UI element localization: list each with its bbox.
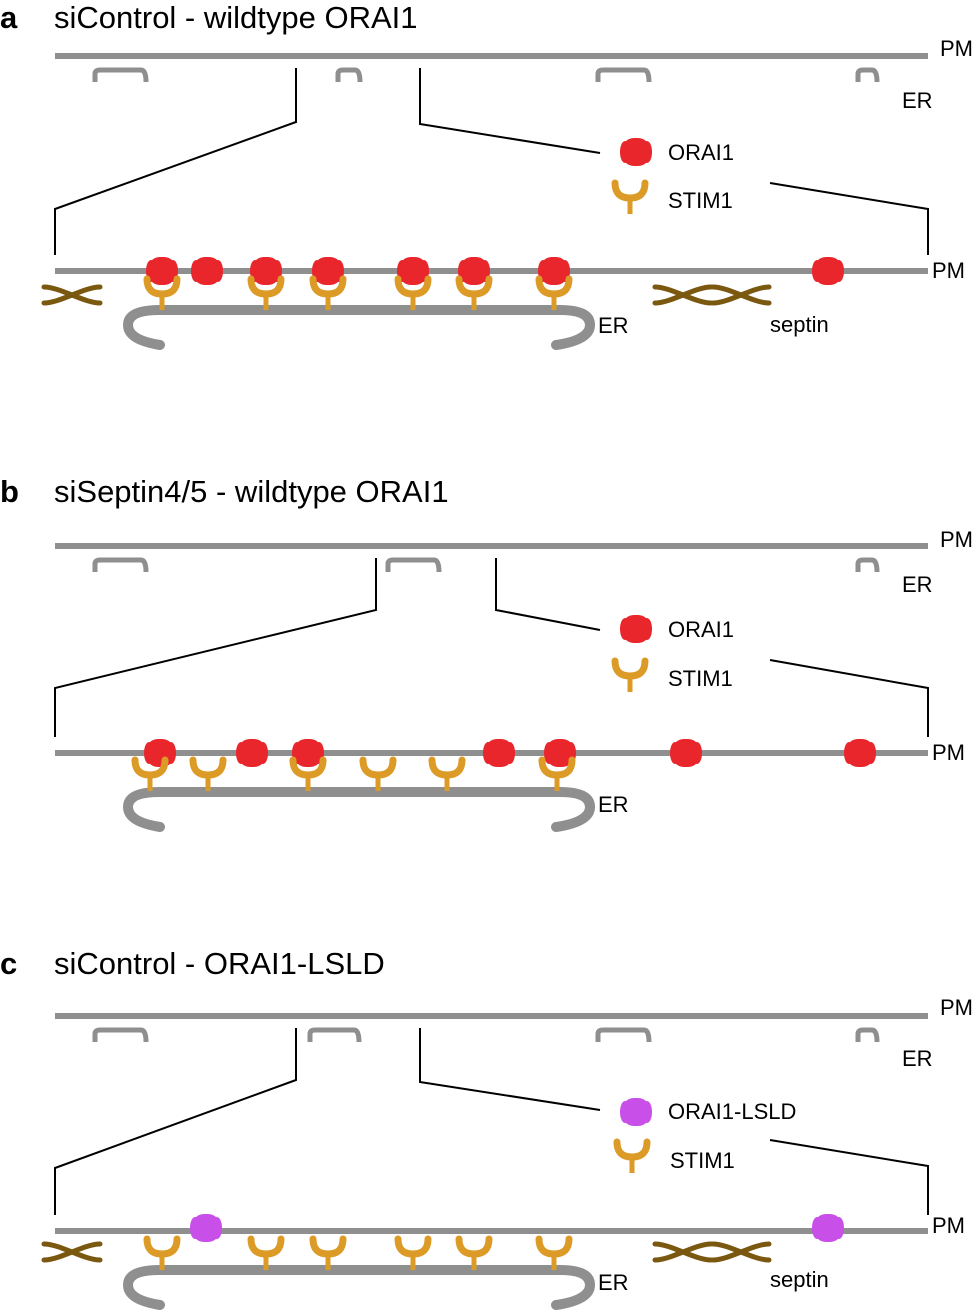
er-contact	[335, 67, 363, 83]
er-contact	[92, 1027, 149, 1043]
er-contact	[855, 67, 880, 83]
zoom-er-label: ER	[598, 792, 629, 817]
panel-title: siControl - ORAI1-LSLD	[54, 946, 385, 981]
zoom-line-left	[54, 558, 377, 737]
er-label: ER	[902, 1046, 933, 1071]
er-contact	[855, 557, 880, 573]
orai1-legend-icon	[620, 615, 652, 643]
zoom-line-right	[419, 1028, 601, 1111]
panel-letter: b	[0, 474, 19, 509]
legend-stim-label: STIM1	[670, 1148, 735, 1173]
pm-label: PM	[940, 995, 973, 1020]
orai1-lsld-channel	[190, 1214, 222, 1242]
orai1-channel	[397, 257, 429, 285]
zoom-pm-label: PM	[932, 740, 965, 765]
er-contact	[855, 1027, 880, 1043]
zoom-pm-label: PM	[932, 258, 965, 283]
septin-label: septin	[770, 312, 829, 337]
orai1-channel	[191, 257, 223, 285]
er-contact	[385, 557, 442, 573]
septin-label: septin	[770, 1267, 829, 1292]
zoom-line-left	[54, 1028, 297, 1215]
orai1-channel	[250, 257, 282, 285]
orai1-channel	[236, 739, 268, 767]
er-contact	[92, 67, 149, 83]
pm-label: PM	[940, 36, 973, 61]
er-zoom	[122, 1265, 596, 1310]
panel-c: c siControl - ORAI1-LSLD PM ER ORAI1-LSL…	[0, 946, 973, 1310]
orai1-channel	[812, 257, 844, 285]
zoom-line-left	[54, 68, 297, 255]
zoom-line-right-lower	[769, 1139, 929, 1215]
septin-filament	[44, 1244, 100, 1260]
zoom-line-right	[495, 558, 601, 631]
septin-filament	[44, 287, 100, 303]
orai1-channel	[458, 257, 490, 285]
stim1-protein	[193, 760, 223, 791]
zoom-line-right	[419, 68, 601, 154]
orai1-channel	[292, 739, 324, 767]
zoom-line-right-lower	[769, 182, 929, 255]
panel-b: b siSeptin4/5 - wildtype ORAI1 PM ER ORA…	[0, 474, 973, 832]
legend-orai-label: ORAI1	[668, 140, 734, 165]
stim1-protein	[363, 760, 393, 791]
er-label: ER	[902, 572, 933, 597]
stim1-protein	[432, 760, 462, 791]
orai1-lsld-channel	[812, 1214, 844, 1242]
er-contact	[595, 67, 652, 83]
legend-orai-label: ORAI1-LSLD	[668, 1099, 796, 1124]
pm-label: PM	[940, 527, 973, 552]
septin-filament	[713, 287, 769, 303]
legend-orai-label: ORAI1	[668, 617, 734, 642]
orai1-channel	[144, 739, 176, 767]
septin-filament	[655, 1244, 711, 1260]
stim1-legend-icon	[617, 1142, 647, 1173]
panel-title: siSeptin4/5 - wildtype ORAI1	[54, 474, 449, 509]
zoom-line-right-lower	[769, 659, 929, 737]
orai1-channel	[670, 739, 702, 767]
orai1-channel	[146, 257, 178, 285]
panel-a: a siControl - wildtype ORAI1 PM ER ORAI1…	[0, 0, 973, 350]
zoom-er-label: ER	[598, 1270, 629, 1295]
er-contact	[595, 1027, 652, 1043]
er-zoom	[122, 305, 596, 350]
orai1-channel	[538, 257, 570, 285]
septin-filament	[713, 1244, 769, 1260]
panel-letter: a	[0, 0, 18, 35]
zoom-er-label: ER	[598, 313, 629, 338]
legend-stim-label: STIM1	[668, 666, 733, 691]
orai1-lsld-legend-icon	[620, 1098, 652, 1126]
panel-title: siControl - wildtype ORAI1	[54, 0, 418, 35]
er-label: ER	[902, 88, 933, 113]
stim1-legend-icon	[615, 661, 645, 692]
orai1-channel	[483, 739, 515, 767]
er-contact	[307, 1027, 362, 1043]
orai1-channel	[312, 257, 344, 285]
zoom-pm-label: PM	[932, 1213, 965, 1238]
stim1-legend-icon	[615, 183, 645, 214]
er-zoom	[122, 787, 596, 832]
er-contact	[92, 557, 149, 573]
septin-filament	[655, 287, 711, 303]
orai1-channel	[844, 739, 876, 767]
legend-stim-label: STIM1	[668, 188, 733, 213]
panel-letter: c	[0, 946, 17, 981]
orai1-legend-icon	[620, 138, 652, 166]
